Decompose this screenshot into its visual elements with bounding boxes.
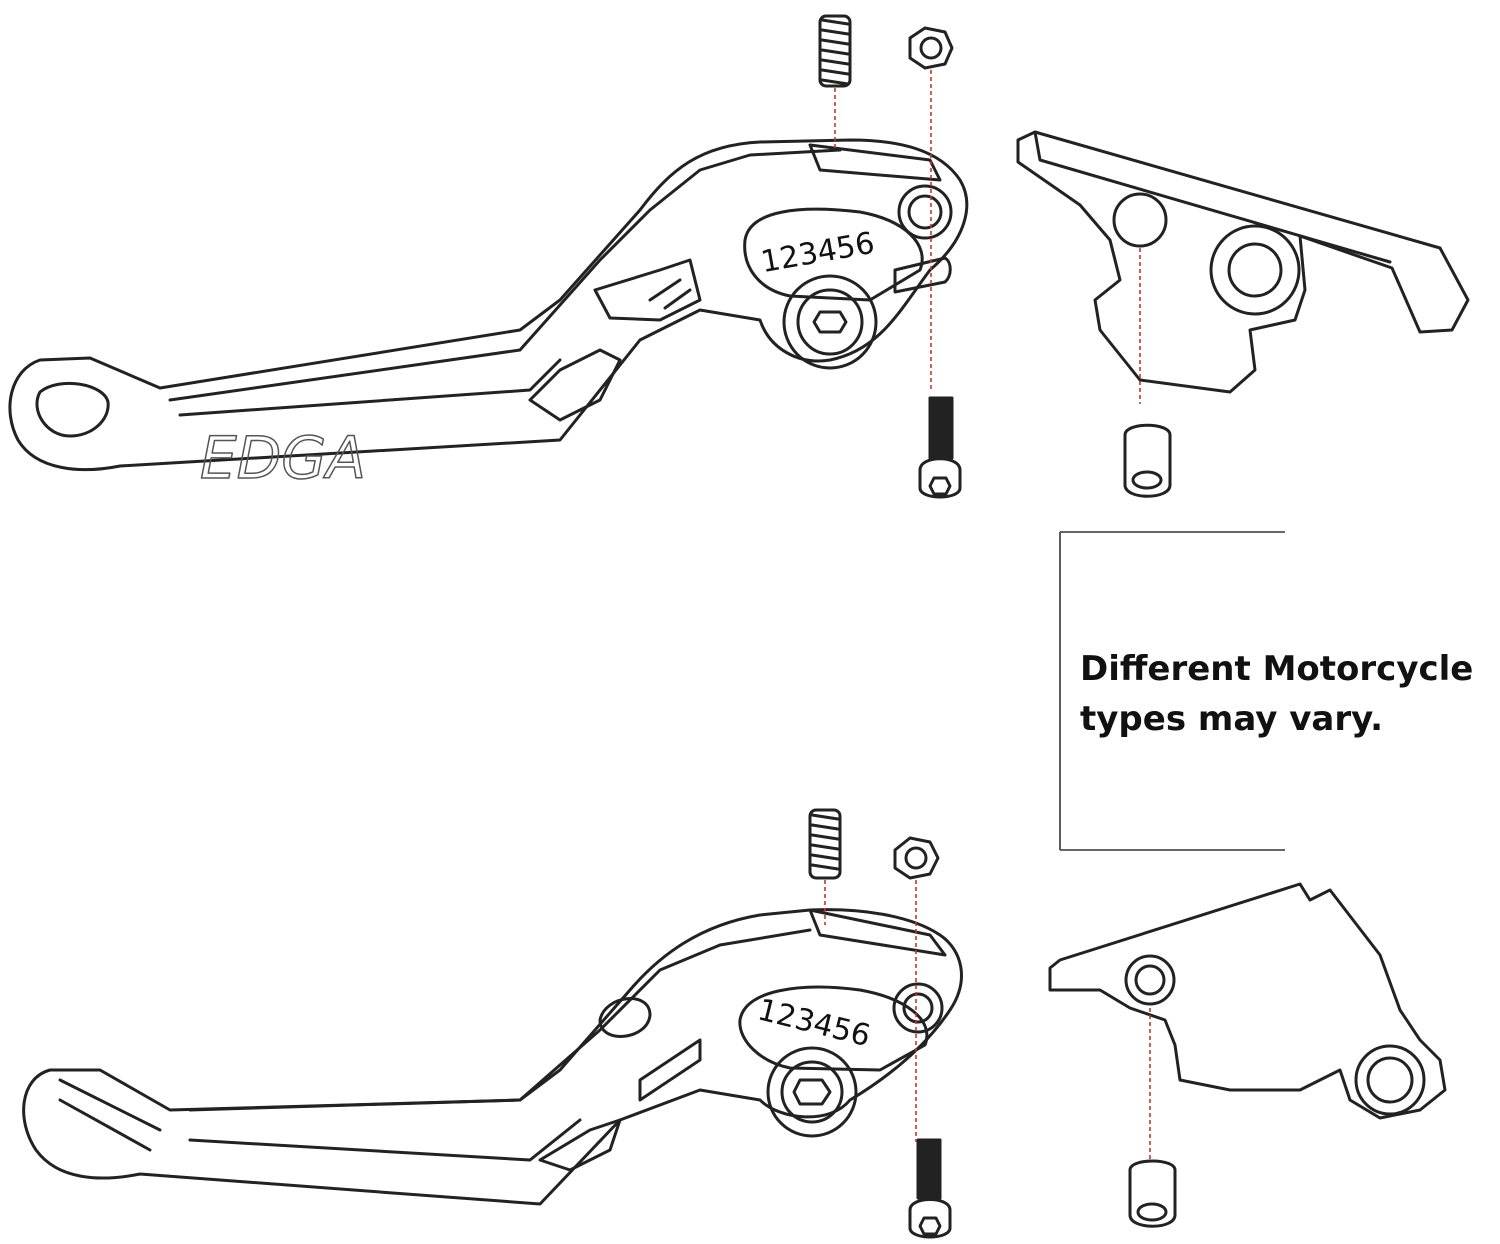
note-line-1: Different Motorcycle — [1080, 649, 1474, 689]
top-lever-watermark: EDGA — [200, 424, 366, 492]
note-bracket — [1059, 531, 1285, 851]
top-nut — [908, 26, 954, 70]
top-lever-assembly: 123456 EDGA — [8, 14, 1470, 499]
top-screw — [918, 396, 962, 499]
bottom-dial-numbers: 123456 — [754, 992, 874, 1054]
variation-note: Different Motorcycle types may vary. — [1080, 644, 1500, 744]
assembly-guide-lines — [824, 70, 1151, 1160]
bottom-lever: 123456 — [22, 908, 963, 1206]
top-dial-numbers: 123456 — [758, 226, 877, 280]
bottom-lever-assembly: 123456 — [22, 808, 1447, 1239]
bottom-perch-bracket — [1048, 882, 1447, 1120]
bottom-bushing — [1128, 1159, 1177, 1228]
bottom-screw — [908, 1138, 952, 1239]
note-line-2: types may vary. — [1080, 699, 1384, 739]
top-lever: 123456 EDGA — [8, 138, 969, 493]
top-bushing — [1123, 423, 1172, 498]
top-spring — [818, 14, 852, 88]
bottom-spring — [808, 808, 842, 880]
bottom-nut — [893, 836, 940, 880]
top-perch-bracket — [1016, 130, 1470, 394]
